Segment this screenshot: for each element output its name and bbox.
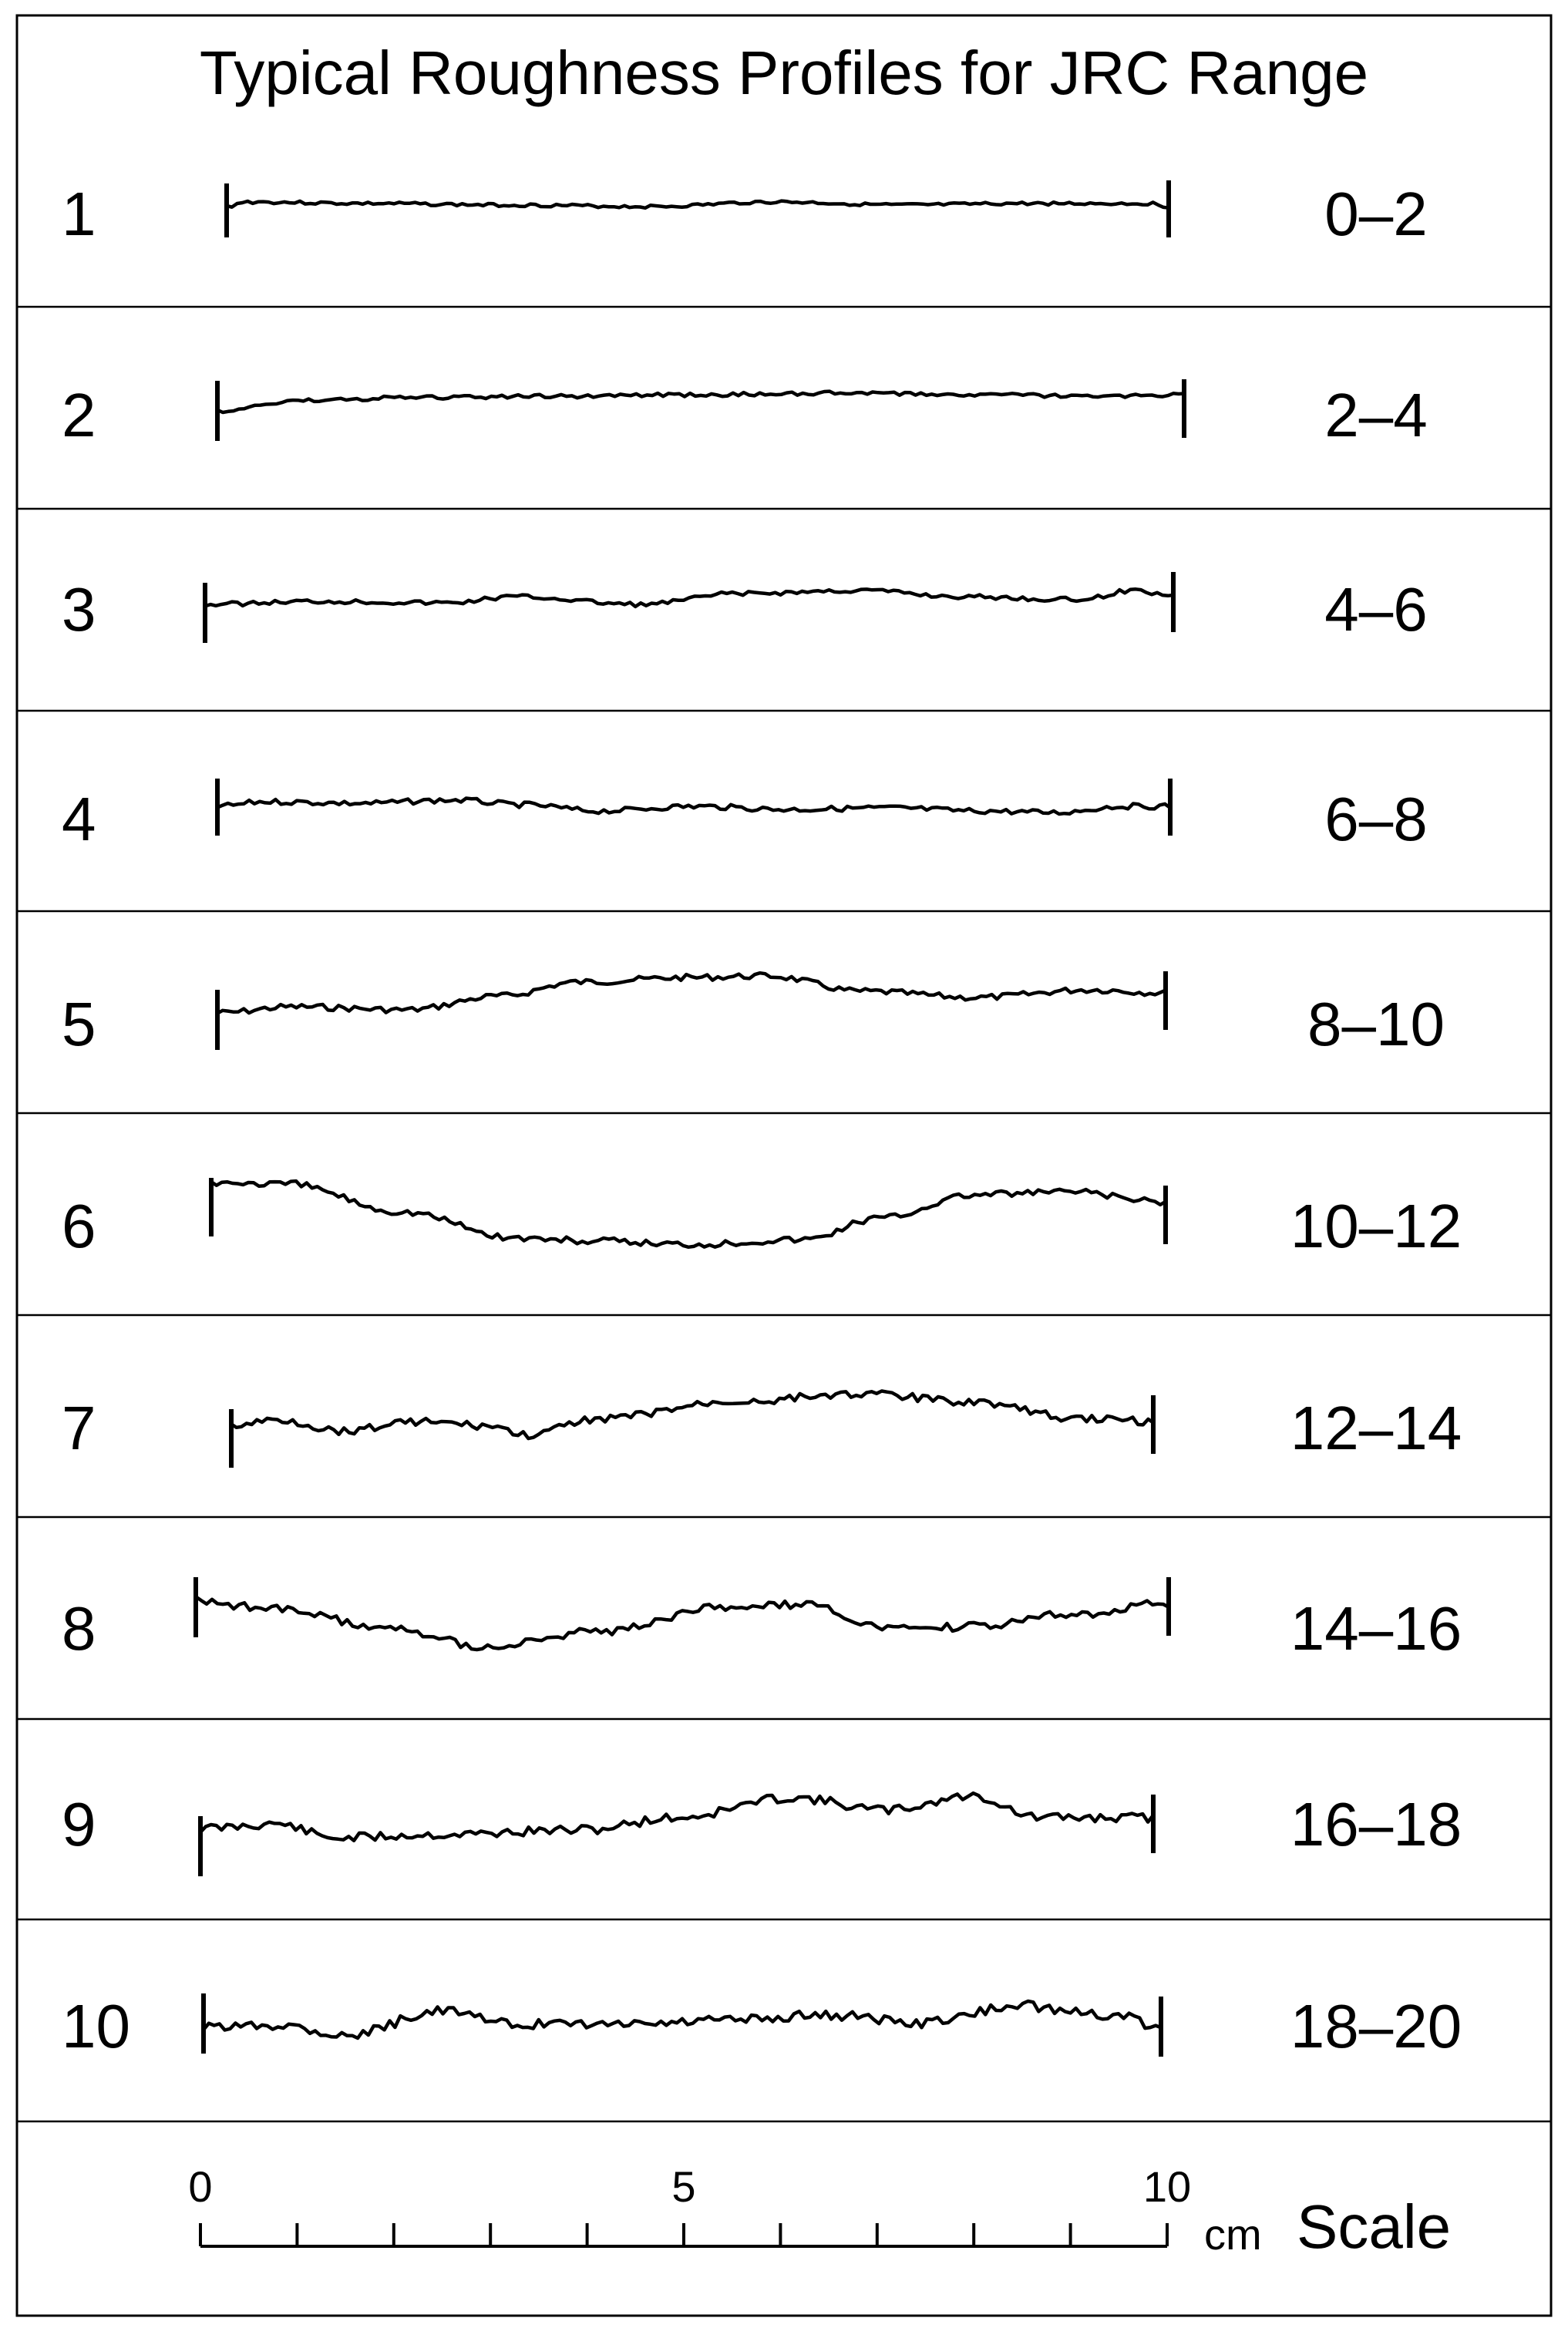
scale-tick-label-0: 0 bbox=[188, 2162, 212, 2211]
jrc-range-label: 14–16 bbox=[1290, 1594, 1462, 1663]
profile-row-4: 4 6–8 bbox=[62, 779, 1428, 853]
profile-row-10: 10 18–20 bbox=[62, 1992, 1462, 2061]
jrc-range-label: 6–8 bbox=[1324, 785, 1427, 853]
profile-trace bbox=[215, 796, 1173, 816]
profile-trace bbox=[198, 1791, 1156, 1842]
profile-row-2: 2 2–4 bbox=[62, 379, 1428, 449]
scale-bar: 0 5 10 cm Scale bbox=[188, 2162, 1451, 2261]
profile-number: 2 bbox=[62, 381, 96, 449]
profile-trace bbox=[203, 587, 1176, 609]
figure-title: Typical Roughness Profiles for JRC Range bbox=[200, 39, 1368, 107]
profile-trace bbox=[193, 1595, 1171, 1652]
jrc-range-label: 10–12 bbox=[1290, 1192, 1462, 1260]
profile-number: 6 bbox=[62, 1192, 96, 1260]
profile-number: 8 bbox=[62, 1594, 96, 1663]
profile-number: 3 bbox=[62, 575, 96, 644]
jrc-range-label: 2–4 bbox=[1324, 381, 1427, 449]
profile-number: 4 bbox=[62, 785, 96, 853]
figure-frame bbox=[15, 14, 1553, 2317]
jrc-range-label: 12–14 bbox=[1290, 1394, 1462, 1462]
scale-ticks bbox=[199, 2223, 1169, 2246]
profile-number: 7 bbox=[62, 1394, 96, 1462]
profile-trace bbox=[224, 199, 1171, 210]
scale-unit: cm bbox=[1204, 2210, 1262, 2259]
scale-label: Scale bbox=[1297, 2192, 1451, 2261]
profile-row-1: 1 0–2 bbox=[62, 180, 1428, 248]
profile-number: 5 bbox=[62, 990, 96, 1058]
scale-tick-label-10: 10 bbox=[1143, 2162, 1191, 2211]
jrc-range-label: 0–2 bbox=[1324, 180, 1427, 248]
profile-trace bbox=[229, 1389, 1156, 1441]
profile-trace bbox=[215, 389, 1186, 415]
scale-tick-label-5: 5 bbox=[671, 2162, 695, 2211]
jrc-range-label: 4–6 bbox=[1324, 575, 1427, 644]
profile-row-6: 6 10–12 bbox=[62, 1178, 1462, 1260]
profile-trace bbox=[215, 971, 1168, 1015]
profile-trace bbox=[209, 1179, 1168, 1250]
profile-number: 9 bbox=[62, 1790, 96, 1859]
profile-row-7: 7 12–14 bbox=[62, 1389, 1462, 1468]
profile-number: 10 bbox=[62, 1992, 130, 2061]
profile-row-5: 5 8–10 bbox=[62, 971, 1445, 1058]
jrc-range-label: 8–10 bbox=[1307, 990, 1445, 1058]
row-dividers bbox=[17, 305, 1551, 2123]
profile-row-3: 3 4–6 bbox=[62, 572, 1428, 644]
profile-number: 1 bbox=[62, 180, 96, 248]
profile-row-8: 8 14–16 bbox=[62, 1577, 1462, 1663]
jrc-range-label: 18–20 bbox=[1290, 1992, 1462, 2061]
profile-trace bbox=[201, 1999, 1163, 2040]
jrc-range-label: 16–18 bbox=[1290, 1790, 1462, 1859]
profile-row-9: 9 16–18 bbox=[62, 1790, 1462, 1876]
